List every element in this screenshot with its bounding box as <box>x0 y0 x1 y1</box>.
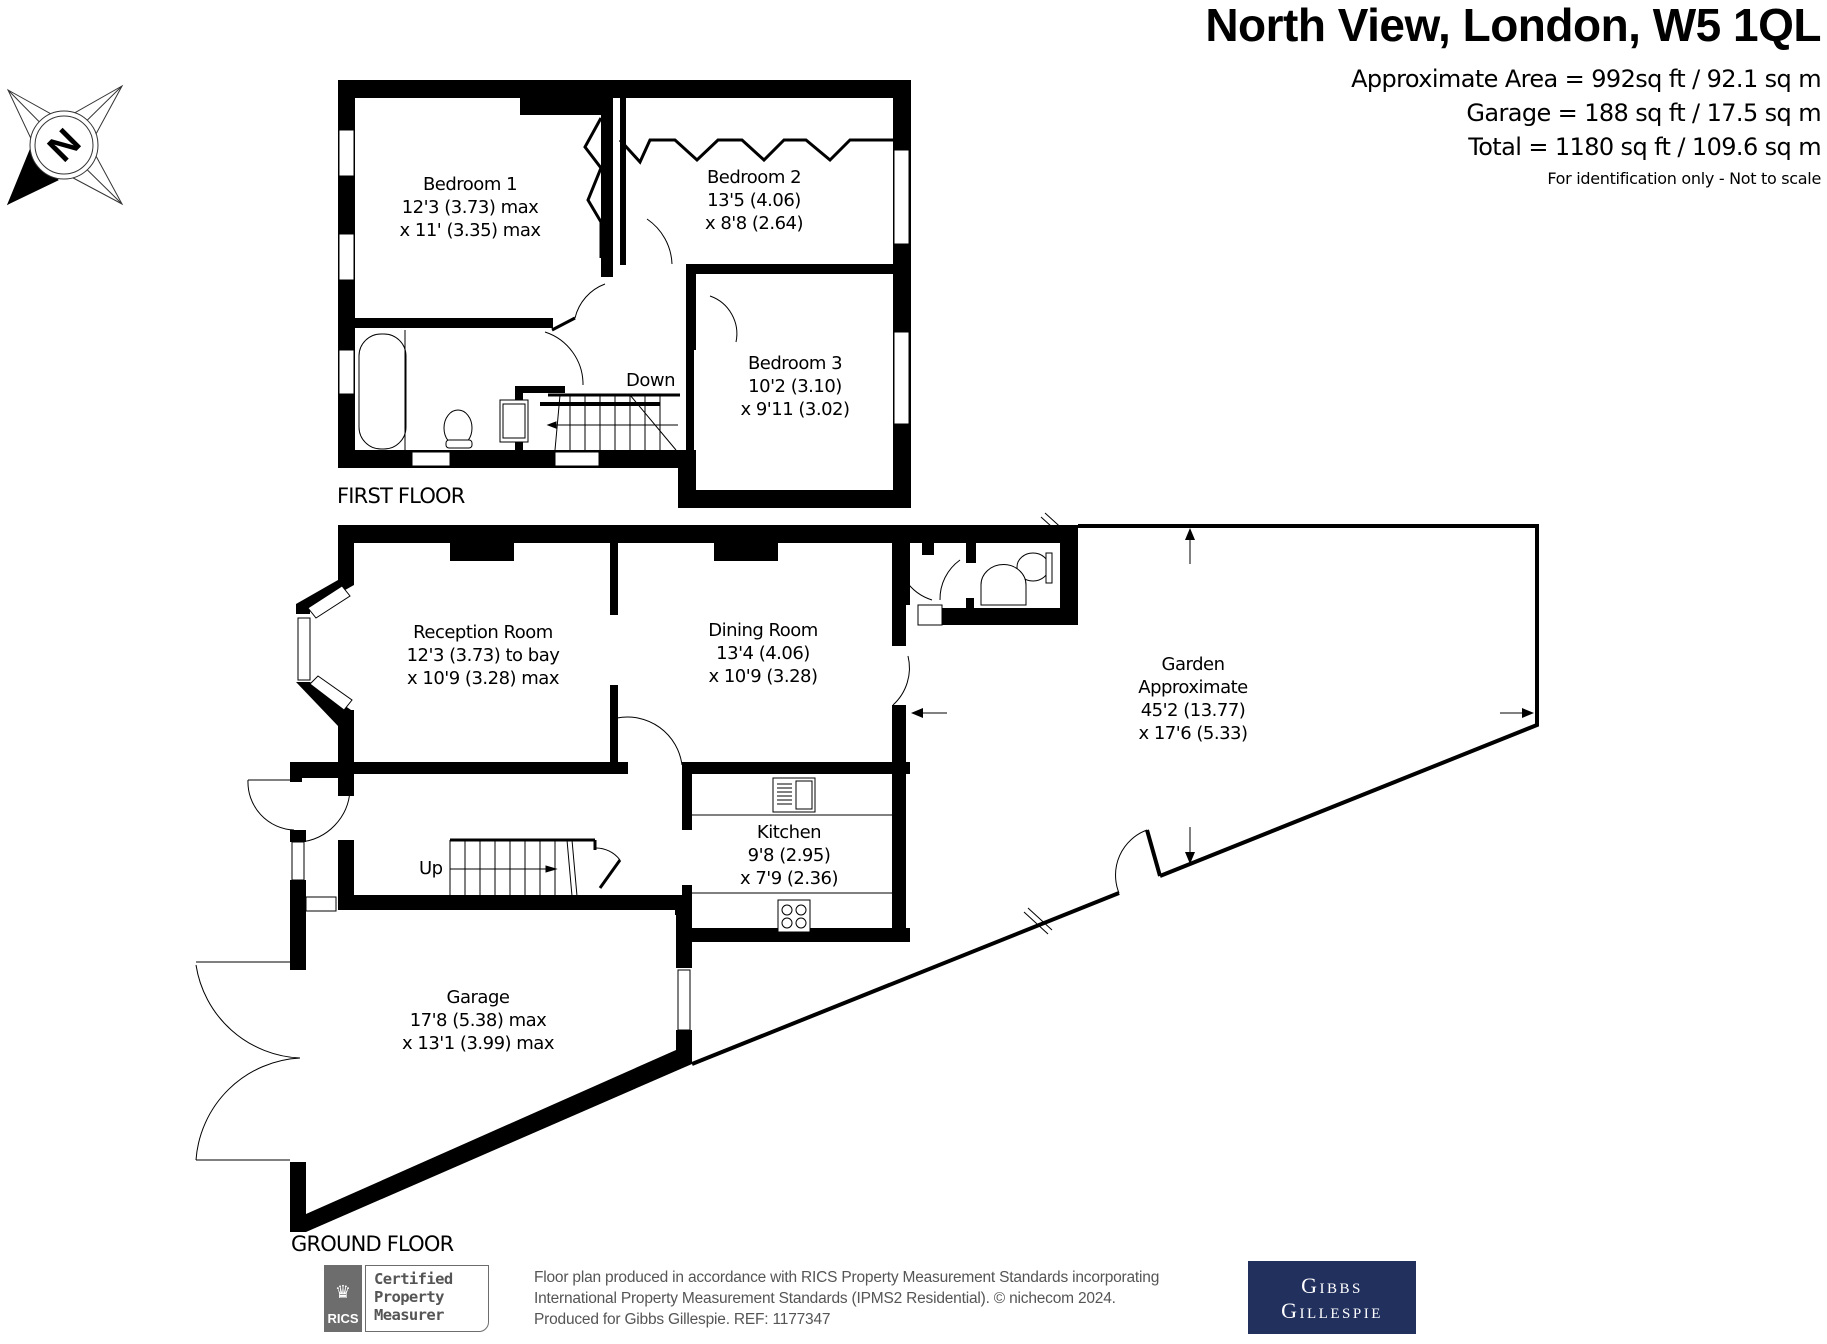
room-dimension: 13'4 (4.06) <box>716 643 810 664</box>
stairs-up-label: Up <box>419 858 443 879</box>
measurement-disclaimer: Floor plan produced in accordance with R… <box>534 1269 1160 1328</box>
first-floor-label: FIRST FLOOR <box>337 484 465 508</box>
room-dimension: 12'3 (3.73) to bay <box>406 645 560 666</box>
approximate-area: Approximate Area = 992sq ft / 92.1 sq m <box>1351 65 1822 93</box>
compass-north-icon: N <box>6 84 124 206</box>
total-area: Total = 1180 sq ft / 109.6 sq m <box>1468 133 1821 161</box>
room-name: Bedroom 2 <box>706 167 802 188</box>
room-dimension: 13'5 (4.06) <box>707 190 801 211</box>
room-name: Reception Room <box>413 622 553 643</box>
first-floor-plan <box>338 80 911 508</box>
room-dimension: x 13'1 (3.99) max <box>402 1033 554 1054</box>
gibbs-gillespie-logo: Gibbs Gillespie <box>1248 1261 1416 1334</box>
room-bedroom-1: Bedroom 1 12'3 (3.73) max x 11' (3.35) m… <box>399 173 541 242</box>
area-summary: Approximate Area = 992sq ft / 92.1 sq m … <box>1351 62 1822 194</box>
rics-certified-text: Certified Property Measurer <box>365 1265 489 1332</box>
rics-logo: ♛ RICS <box>324 1265 362 1332</box>
room-name: Garage <box>446 987 510 1008</box>
garden-area: Garden Approximate 45'2 (13.77) x 17'6 (… <box>1138 653 1248 745</box>
garden-name: Garden <box>1161 654 1225 675</box>
garden-qualifier: Approximate <box>1138 677 1248 698</box>
room-name: Bedroom 1 <box>422 174 518 195</box>
lion-icon: ♛ <box>334 1282 352 1302</box>
room-dimension: 9'8 (2.95) <box>747 845 831 866</box>
room-dimension: x 10'9 (3.28) max <box>407 668 559 689</box>
garden-dimension: 45'2 (13.77) <box>1140 700 1246 721</box>
room-bedroom-2: Bedroom 2 13'5 (4.06) x 8'8 (2.64) <box>704 166 804 235</box>
room-dimension: x 9'11 (3.02) <box>740 399 850 420</box>
room-kitchen: Kitchen 9'8 (2.95) x 7'9 (2.36) <box>739 821 839 890</box>
stairs-down-label: Down <box>626 370 676 391</box>
room-name: Kitchen <box>756 822 822 843</box>
room-dimension: x 10'9 (3.28) <box>708 666 818 687</box>
garden-outline <box>691 512 1539 1066</box>
room-dimension: 12'3 (3.73) max <box>401 197 539 218</box>
room-dimension: x 7'9 (2.36) <box>739 868 839 889</box>
rics-certified-badge: ♛ RICS Certified Property Measurer <box>324 1265 489 1332</box>
property-address-title: North View, London, W5 1QL <box>1205 0 1821 51</box>
room-bedroom-3: Bedroom 3 10'2 (3.10) x 9'11 (3.02) <box>740 352 850 421</box>
room-dimension: 10'2 (3.10) <box>748 376 842 397</box>
room-reception: Reception Room 12'3 (3.73) to bay x 10'9… <box>407 621 560 690</box>
garage-area: Garage = 188 sq ft / 17.5 sq m <box>1466 99 1821 127</box>
room-name: Dining Room <box>708 620 818 641</box>
room-dimension: 17'8 (5.38) max <box>409 1010 547 1031</box>
room-garage: Garage 17'8 (5.38) max x 13'1 (3.99) max <box>402 986 554 1055</box>
scale-disclaimer: For identification only - Not to scale <box>1547 169 1821 188</box>
room-dimension: x 11' (3.35) max <box>399 220 541 241</box>
ground-floor-plan <box>195 525 1078 1232</box>
room-dining: Dining Room 13'4 (4.06) x 10'9 (3.28) <box>708 619 818 688</box>
garden-dimension: x 17'6 (5.33) <box>1138 723 1248 744</box>
room-dimension: x 8'8 (2.64) <box>704 213 804 234</box>
room-name: Bedroom 3 <box>747 353 843 374</box>
ground-floor-label: GROUND FLOOR <box>291 1232 454 1256</box>
